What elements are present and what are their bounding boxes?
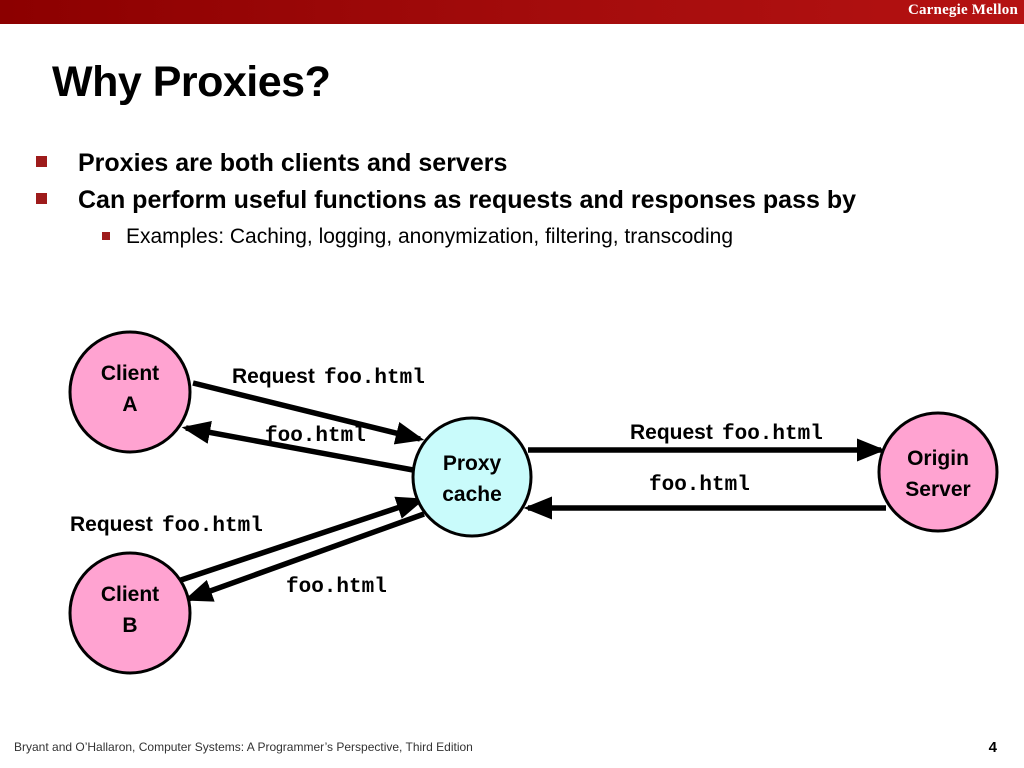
node-proxy-cache-label-line1: Proxy: [443, 452, 502, 475]
list-item-label: Proxies are both clients and servers: [78, 149, 508, 177]
node-client-b-label-line1: Client: [101, 583, 159, 606]
bullet-square-icon: [102, 232, 110, 240]
edge-label-proxy-to-client-b: foo.html: [286, 576, 387, 599]
edge-label-client-b-to-proxy: Request foo.html: [70, 513, 263, 538]
node-client-a: Client A: [68, 330, 192, 454]
edge-label-file: foo.html: [265, 425, 366, 448]
edge-label-file: foo.html: [162, 515, 263, 538]
node-client-a-label-line1: Client: [101, 362, 159, 385]
node-origin-server-label-line1: Origin: [907, 447, 969, 470]
brand-bar: Carnegie Mellon: [0, 0, 1024, 24]
node-origin-server: Origin Server: [877, 411, 999, 533]
edge-label-file: foo.html: [722, 423, 823, 446]
node-proxy-cache-label-line2: cache: [442, 483, 502, 506]
edge-proxy-to-client-a: [181, 421, 425, 475]
bullet-square-icon: [36, 156, 47, 167]
edge-label-prefix: Request: [70, 513, 153, 536]
edge-label-prefix: Request: [630, 421, 713, 444]
edge-label-client-a-to-proxy: Request foo.html: [232, 365, 425, 390]
edge-label-prefix: Request: [232, 365, 315, 388]
edge-proxy-to-client-b: [183, 511, 425, 602]
edge-label-file: foo.html: [286, 576, 387, 599]
edge-label-origin-to-proxy: foo.html: [649, 474, 750, 497]
list-item-label: Examples: Caching, logging, anonymizatio…: [126, 225, 734, 248]
edge-label-file: foo.html: [649, 474, 750, 497]
edge-label-proxy-to-origin: Request foo.html: [630, 421, 823, 446]
edge-label-file: foo.html: [324, 367, 425, 390]
list-item-label: Can perform useful functions as requests…: [78, 185, 856, 214]
page-number: 4: [988, 739, 997, 756]
node-client-a-label-line2: A: [122, 393, 137, 416]
list-item: Examples: Caching, logging, anonymizatio…: [102, 222, 996, 251]
list-item: Can perform useful functions as requests…: [36, 183, 996, 219]
node-client-b-label-line2: B: [122, 614, 137, 637]
brand-name: Carnegie Mellon: [907, 2, 1018, 18]
node-origin-server-label-line2: Server: [905, 478, 970, 501]
bullet-list: Proxies are both clients and servers Can…: [36, 146, 996, 253]
footer-citation: Bryant and O’Hallaron, Computer Systems:…: [14, 740, 473, 754]
edge-label-proxy-to-client-a: foo.html: [265, 425, 366, 448]
edge-client-a-to-proxy: [192, 380, 425, 445]
edge-client-b-to-proxy: [177, 496, 426, 584]
proxy-flow-diagram: Client A Client B Proxy cache Origin Ser…: [0, 300, 1024, 710]
list-item: Proxies are both clients and servers: [36, 146, 996, 182]
node-client-b: Client B: [68, 551, 192, 675]
bullet-square-icon: [36, 192, 47, 204]
node-proxy-cache: Proxy cache: [411, 416, 533, 538]
page-title: Why Proxies?: [52, 58, 331, 106]
